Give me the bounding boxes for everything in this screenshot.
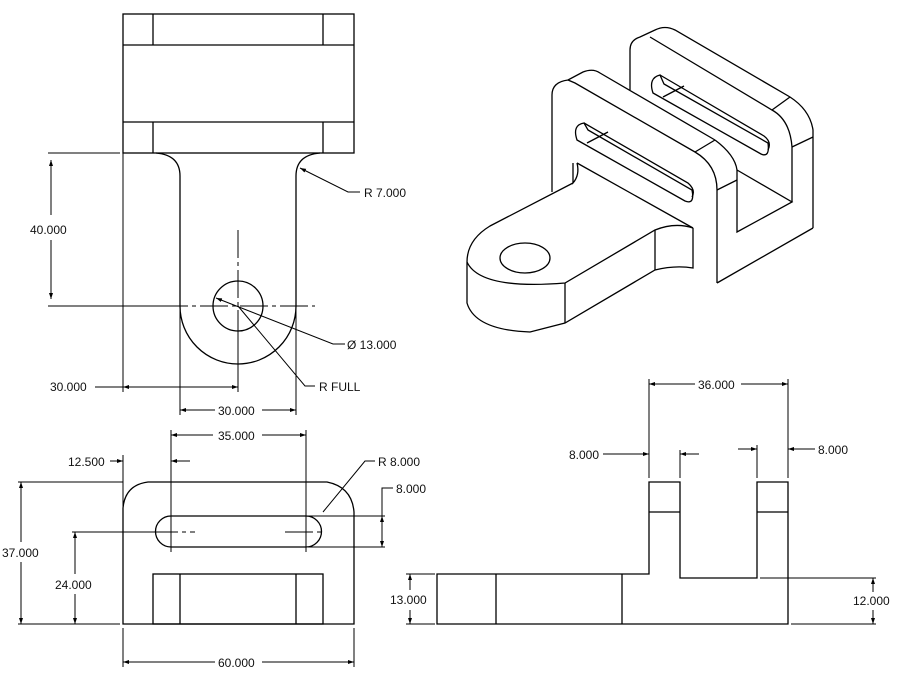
- front-outline: [122, 481, 355, 625]
- isometric-view: [466, 26, 814, 333]
- front-view: [18, 430, 393, 667]
- dim-right-wall: 8.000: [818, 443, 848, 457]
- dim-slot-width: 8.000: [396, 482, 426, 496]
- side-view: [406, 379, 876, 625]
- dim-13: 13.000: [390, 593, 427, 607]
- label-slot-radius: R 8.000: [378, 455, 420, 469]
- dim-30-width: 30.000: [218, 404, 255, 418]
- dim-30-offset: 30.000: [50, 380, 87, 394]
- dim-24: 24.000: [55, 578, 92, 592]
- dim-12: 12.000: [853, 594, 890, 608]
- dim-37: 37.000: [2, 546, 39, 560]
- dim-36: 36.000: [698, 378, 735, 392]
- dim-35: 35.000: [218, 429, 255, 443]
- upright-outline: [122, 13, 355, 154]
- stem-left-edge: [155, 152, 181, 306]
- dim-left-wall: 8.000: [569, 448, 599, 462]
- iso-hole: [499, 242, 551, 274]
- label-hole-diameter: Ø 13.000: [347, 338, 397, 352]
- dim-60: 60.000: [218, 656, 255, 670]
- dim-12-5: 12.500: [68, 455, 105, 469]
- label-r-full: R FULL: [319, 380, 361, 394]
- top-view: [48, 13, 360, 415]
- dim-40: 40.000: [30, 223, 67, 237]
- label-fillet-radius: R 7.000: [364, 186, 406, 200]
- stem-right-edge: [295, 152, 321, 306]
